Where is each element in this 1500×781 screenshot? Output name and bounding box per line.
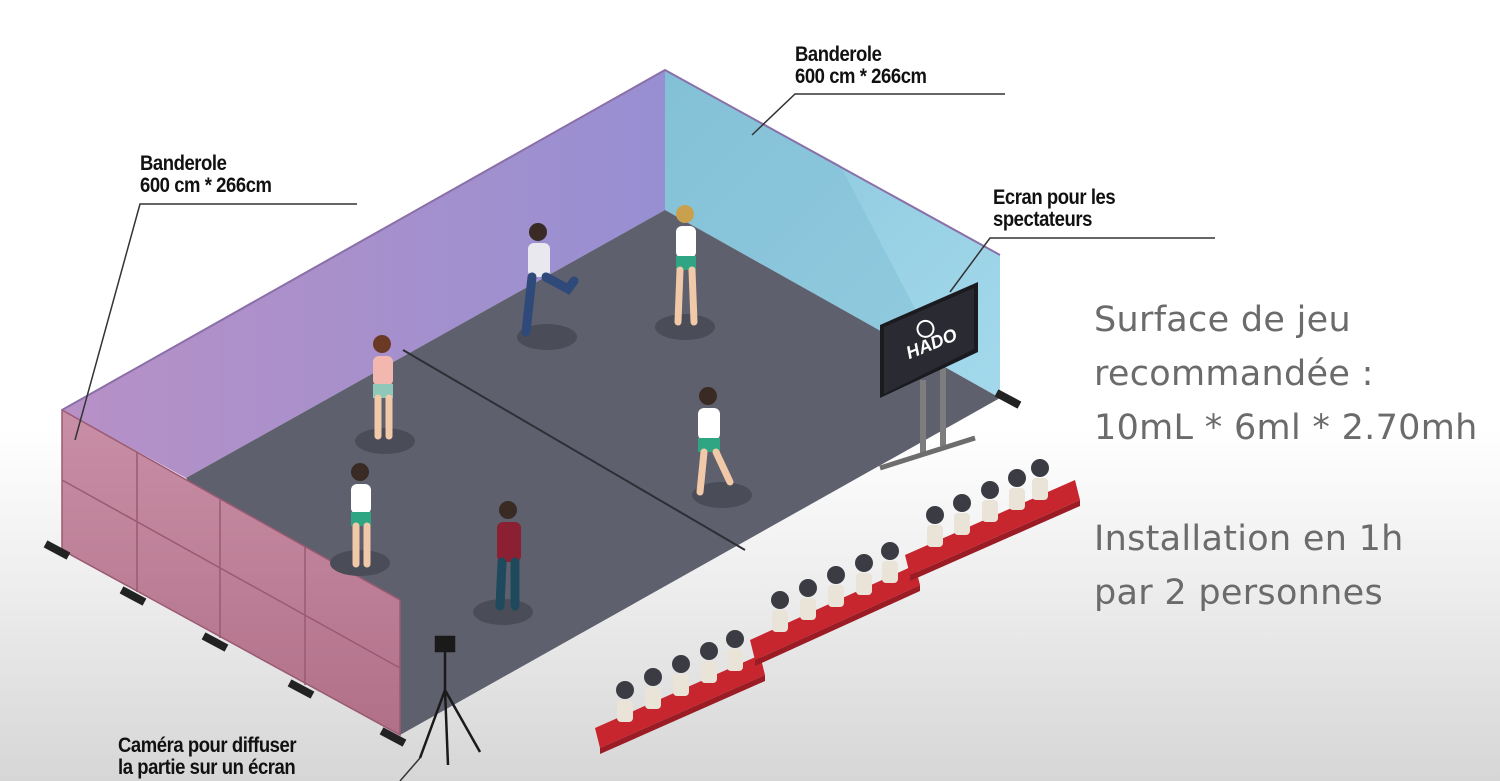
leader-screen: [949, 237, 1215, 293]
banner-right-label-line2: 600 cm * 266cm: [795, 65, 927, 88]
player-4: [696, 387, 734, 496]
installation-info-line2: par 2 personnes: [1094, 573, 1383, 613]
camera-label-line1: Caméra pour diffuser: [118, 734, 297, 757]
leader-banner-right: [751, 93, 1005, 136]
camera-tripod: [418, 635, 482, 766]
leader-camera: [399, 757, 421, 781]
spectator-seating: [595, 459, 1080, 754]
banner-left-label-line2: 600 cm * 266cm: [140, 174, 272, 197]
back-wall-banner: [62, 70, 665, 478]
surface-info-line1: Surface de jeu: [1094, 300, 1351, 340]
screen-label-line2: spectateurs: [993, 208, 1092, 231]
screen-label: Ecran pour les spectateurs: [993, 186, 1116, 231]
camera-label-line2: la partie sur un écran: [118, 756, 296, 779]
wall-top-edge: [61, 68, 1001, 411]
front-wall-banner: [62, 410, 400, 735]
player-6: [495, 501, 521, 611]
screen-label-line1: Ecran pour les: [993, 186, 1116, 209]
banner-left-label-line1: Banderole: [140, 152, 227, 175]
surface-info: Surface de jeu recommandée : 10mL * 6ml …: [1094, 293, 1478, 455]
front-wall-frame: [61, 408, 401, 737]
right-wall-shade: [665, 70, 960, 395]
back-wall-shade: [62, 70, 665, 478]
player-3: [373, 335, 393, 440]
spectator-screen: HADO: [879, 282, 978, 471]
player-2: [674, 205, 698, 326]
player-1: [521, 223, 579, 337]
player-5: [351, 463, 371, 568]
player-markers: [330, 314, 752, 625]
surface-info-line3: 10mL * 6ml * 2.70mh: [1094, 408, 1478, 448]
installation-info: Installation en 1h par 2 personnes: [1094, 512, 1404, 620]
leader-banner-left: [74, 203, 357, 441]
banner-left-label: Banderole 600 cm * 266cm: [140, 153, 272, 197]
banner-right-label-line1: Banderole: [795, 43, 882, 66]
hado-logo-mark: [916, 319, 935, 338]
installation-info-line1: Installation en 1h: [1094, 519, 1404, 559]
leader-lines: [74, 93, 1215, 781]
surface-info-line2: recommandée :: [1094, 354, 1374, 394]
banner-right-label: Banderole 600 cm * 266cm: [795, 44, 927, 88]
center-net: [402, 349, 746, 551]
camera-label: Caméra pour diffuser la partie sur un éc…: [118, 734, 297, 779]
wall-feet: [43, 389, 1022, 747]
